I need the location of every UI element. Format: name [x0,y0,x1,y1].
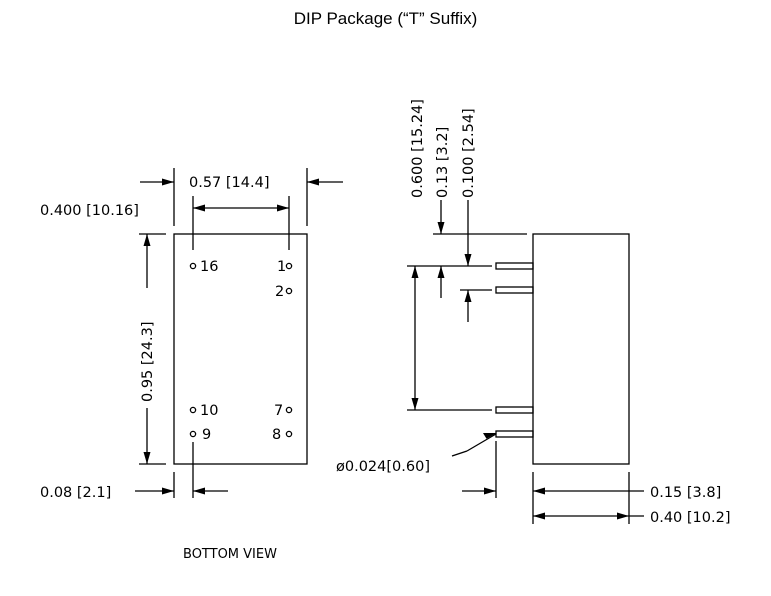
dim-0100-arrow-top [464,254,472,266]
pin-9-label: 9 [202,427,211,443]
dim-015-arrow-right [533,487,545,495]
dim-013-arrow-top [437,222,445,234]
dim-0600-arrow-top [411,266,419,278]
bottom-view-body [173,233,308,465]
dim-095-arrow-bottom [143,452,151,464]
dim-008-arrow-left [162,487,174,495]
side-view-pins [495,262,534,438]
dim-pin-row-spacing: 0.57 [14.4] [189,175,270,191]
dim-pin-pitch-side: 0.100 [2.54] [461,108,477,198]
dim-0400-arrow-left [193,204,205,212]
pin-markers [189,262,293,438]
pin-7-label: 7 [274,403,283,419]
pin-10-marker [189,406,197,414]
dim-040-arrow-right [617,512,629,520]
side-pin-2 [495,286,534,294]
pin-2-label: 2 [275,284,284,300]
dim-0600-arrow-bottom [411,398,419,410]
dim-pin-length: 0.15 [3.8] [650,485,721,501]
pin-2-marker [285,287,293,295]
pin-7-marker [285,406,293,414]
dim-057-arrow-right [307,178,319,186]
dim-015-arrow-left [484,487,496,495]
pin-1-label: 1 [277,259,286,275]
dim-008-arrow-right [193,487,205,495]
dia-leader [466,433,497,452]
pin-9-marker [189,430,197,438]
dim-body-length: 0.95 [24.3] [140,322,156,403]
pin-10-label: 10 [200,403,218,419]
pin-1-marker [285,262,293,270]
side-pin-3 [495,406,534,414]
dim-013-arrow-bottom [437,266,445,278]
dia-leader-arrow [483,433,497,439]
pin-16-marker [189,262,197,270]
dia-leader-tail [451,450,468,457]
dim-pin-pitch-width: 0.400 [10.16] [40,203,139,219]
dim-pin-edge-offset: 0.08 [2.1] [40,485,111,501]
dim-057-arrow-left [162,178,174,186]
pin-16-label: 16 [200,259,218,275]
dim-040-arrow-left [533,512,545,520]
pin-8-marker [285,430,293,438]
bottom-view-label: BOTTOM VIEW [183,547,277,562]
pin-8-label: 8 [272,427,281,443]
dim-body-height: 0.40 [10.2] [650,510,731,526]
dim-pin-diameter: ø0.024[0.60] [336,459,430,475]
dim-pin-span-side: 0.600 [15.24] [410,99,426,198]
side-pin-4 [495,430,534,438]
side-pin-1 [495,262,534,270]
side-view-body [532,233,630,465]
dim-0400-arrow-right [277,204,289,212]
dim-0100-arrow-bottom [464,290,472,302]
page-title: DIP Package (“T” Suffix) [293,9,478,28]
dim-095-arrow-top [143,234,151,246]
dim-pin-offset-side: 0.13 [3.2] [435,127,451,198]
